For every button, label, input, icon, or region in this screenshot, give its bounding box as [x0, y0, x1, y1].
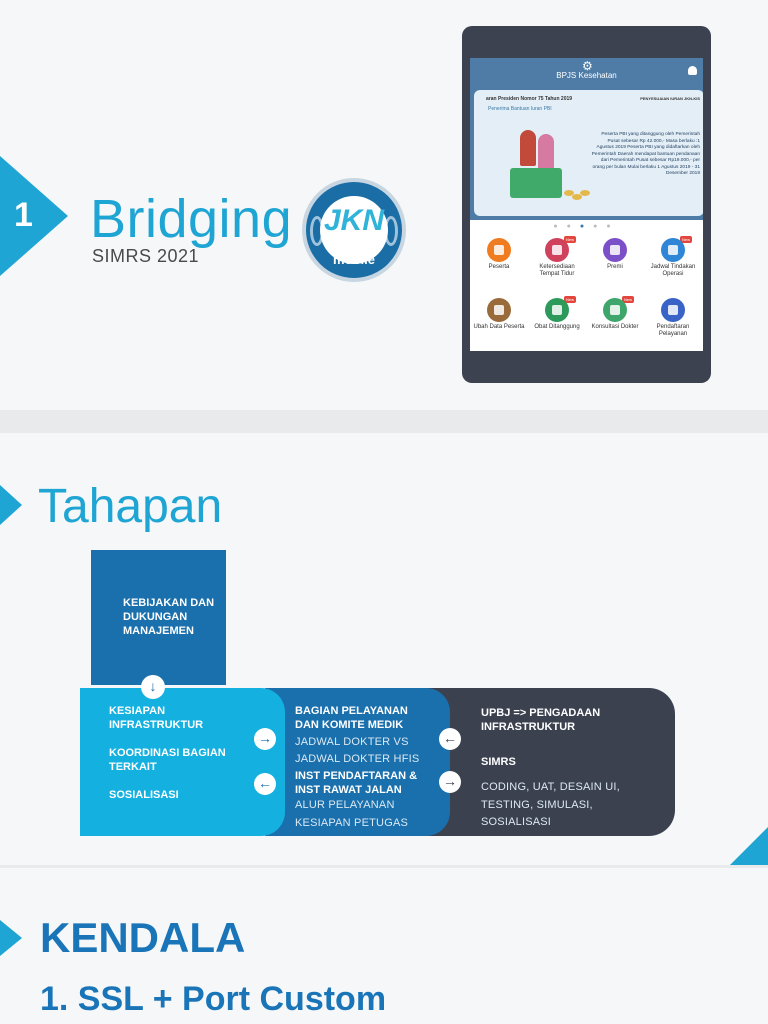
stage-heading: SIMRS [481, 756, 516, 768]
banner-tag: PENYESUAIAN IURAN JKN-KIS [640, 96, 700, 101]
logo-jkn-text: JKN [323, 204, 384, 237]
coin-icon [572, 194, 582, 200]
feature-menu-grid: Peserta New Ketersediaan Tempat Tidur Pr… [470, 236, 703, 350]
stage-heading: INST PENDAFTARAN & INST RAWAT JALAN [295, 770, 418, 796]
arrow-left-icon: ← [254, 773, 276, 795]
stage-heading: BAGIAN PELAYANAN DAN KOMITE MEDIK [295, 705, 408, 731]
person-illustration-icon [520, 130, 536, 166]
arrow-left-icon: ← [439, 728, 461, 750]
coin-icon [580, 190, 590, 196]
kis-card-illustration-icon [510, 168, 562, 198]
jkn-mobile-logo: JKN mobile [302, 178, 406, 282]
menu-item-ketersediaan-tempat-tidur[interactable]: New Ketersediaan Tempat Tidur [539, 236, 577, 277]
slide-subtitle: SIMRS 2021 [92, 246, 200, 266]
menu-item-peserta[interactable]: Peserta [470, 236, 528, 290]
slide-bridging: 1 Bridging SIMRS 2021 JKN mobile ⚙ BPJS … [0, 0, 768, 410]
menu-item-konsultasi-dokter[interactable]: New Konsultasi Dokter [591, 296, 639, 330]
slide-title: Tahapan [38, 480, 223, 533]
section-marker-triangle [0, 485, 22, 525]
notification-icon[interactable] [688, 66, 697, 75]
new-badge: New [564, 296, 577, 303]
new-badge: New [680, 236, 693, 243]
stage-box-kebijakan: KEBIJAKAN DAN DUKUNGAN MANAJEMEN [91, 550, 226, 685]
slide-tahapan: Tahapan KEBIJAKAN DAN DUKUNGAN MANAJEMEN… [0, 433, 768, 865]
stage-text: TESTING, SIMULASI, [481, 799, 593, 811]
stage-label: KEBIJAKAN DAN DUKUNGAN MANAJEMEN [123, 597, 215, 637]
menu-item-obat-ditanggung[interactable]: New Obat Ditanggung [534, 296, 580, 330]
tablet-screen: ⚙ BPJS Kesehatan aran Presiden Nomor 75 … [470, 58, 703, 351]
stage-heading: UPBJ => PENGADAAN INFRASTRUKTUR [481, 707, 601, 733]
bed-icon [545, 238, 569, 262]
banner-text: Peserta PBI yang ditanggung oleh Pemerin… [591, 132, 700, 176]
schedule-icon [661, 238, 685, 262]
slide-title: KENDALA [40, 914, 246, 961]
banner-heading: aran Presiden Nomor 75 Tahun 2019 [486, 96, 573, 102]
bpjs-logo-icon: ⚙ [582, 59, 593, 73]
stage-heading: KOORDINASI BAGIAN TERKAIT [109, 747, 226, 773]
arrow-right-icon: → [439, 771, 461, 793]
person-illustration-icon [538, 134, 554, 170]
section-marker-triangle [0, 920, 22, 956]
promo-banner[interactable]: aran Presiden Nomor 75 Tahun 2019 Peneri… [470, 88, 703, 220]
stage-heading: KESIAPAN INFRASTRUKTUR [109, 705, 204, 731]
doctor-icon [603, 298, 627, 322]
stage-box-kesiapan: KESIAPAN INFRASTRUKTUR KOORDINASI BAGIAN… [80, 688, 285, 836]
registration-icon [661, 298, 685, 322]
stage-text: JADWAL DOKTER HFIS [295, 753, 420, 765]
section-number: 1 [14, 196, 33, 234]
stage-text: JADWAL DOKTER VS [295, 736, 409, 748]
new-badge: New [564, 236, 577, 243]
stage-heading: SOSIALISASI [109, 789, 179, 801]
arrow-down-icon: ↓ [141, 675, 165, 699]
slide-title: Bridging [90, 189, 293, 249]
menu-item-ubah-data-peserta[interactable]: Ubah Data Peserta [470, 296, 528, 350]
menu-item-premi[interactable]: Premi [586, 236, 644, 290]
issue-item: 1. SSL + Port Custom [40, 980, 387, 1018]
arrow-right-icon: → [254, 728, 276, 750]
payment-icon [603, 238, 627, 262]
stage-text: CODING, UAT, DESAIN UI, [481, 781, 620, 793]
app-title: BPJS Kesehatan [556, 71, 617, 80]
coin-icon [564, 190, 574, 196]
corner-decoration [730, 827, 768, 865]
menu-item-jadwal-tindakan-operasi[interactable]: New Jadwal Tindakan Operasi [650, 236, 696, 277]
banner-subheading: Penerima Bantuan Iuran PBI [488, 106, 552, 112]
user-icon [487, 238, 511, 262]
menu-item-pendaftaran-pelayanan[interactable]: Pendaftaran Pelayanan [644, 296, 702, 350]
stage-text: ALUR PELAYANAN [295, 799, 395, 811]
edit-icon [487, 298, 511, 322]
stage-text: KESIAPAN PETUGAS [295, 817, 409, 829]
carousel-dots[interactable]: ●●●●● [553, 223, 620, 230]
tablet-mockup: ⚙ BPJS Kesehatan aran Presiden Nomor 75 … [462, 26, 711, 383]
app-header: ⚙ BPJS Kesehatan [470, 58, 703, 88]
new-badge: New [622, 296, 635, 303]
stage-text: SOSIALISASI [481, 816, 552, 828]
slide-kendala: KENDALA 1. SSL + Port Custom [0, 868, 768, 1024]
logo-mobile-text: mobile [333, 252, 375, 267]
section-marker-triangle [0, 156, 68, 276]
pill-icon [545, 298, 569, 322]
stage-box-bagian-pelayanan: BAGIAN PELAYANAN DAN KOMITE MEDIK JADWAL… [265, 688, 450, 836]
